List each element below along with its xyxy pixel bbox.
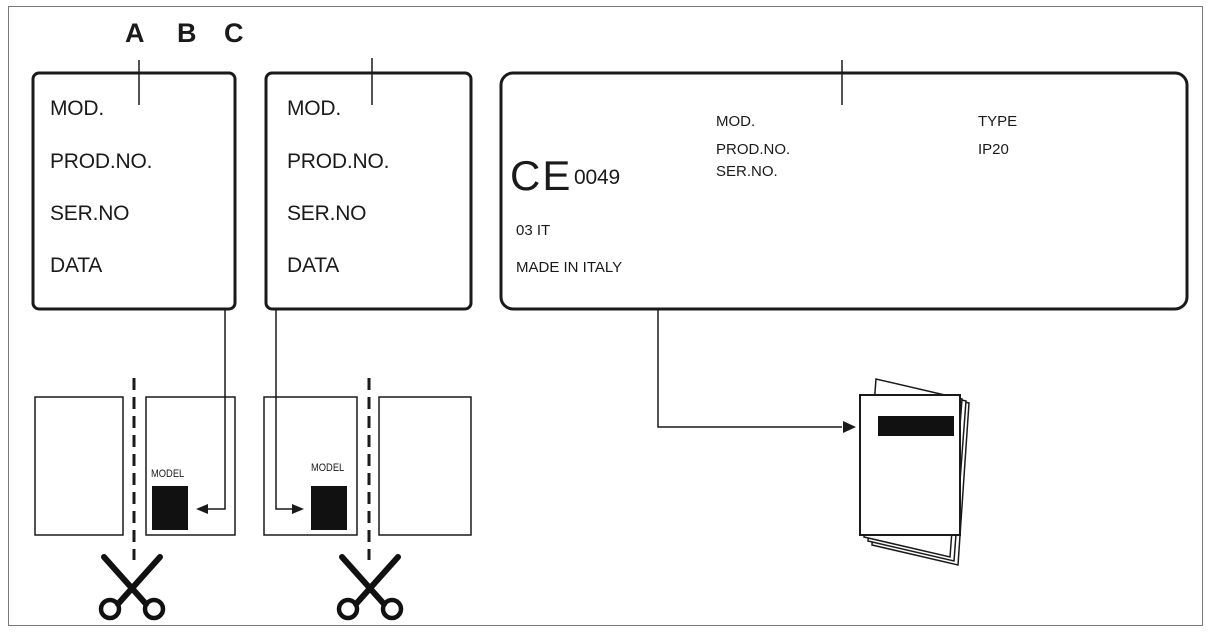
manual-booklet-icon <box>859 378 970 566</box>
arrow-2 <box>292 504 304 514</box>
plate1-prod-no: PROD.NO. <box>50 150 153 173</box>
plate2-prod-no: PROD.NO. <box>287 150 390 173</box>
ce-mark-icon: CE <box>510 152 573 199</box>
letter-c: C <box>224 18 244 48</box>
scissors-icon-right <box>336 554 404 621</box>
plate2-ser-no: SER.NO <box>287 202 367 225</box>
letter-a: A <box>125 18 145 48</box>
sheet-left-a <box>34 396 124 536</box>
sheet-left-b <box>145 396 236 536</box>
made-in: MADE IN ITALY <box>516 259 623 276</box>
diagram-frame <box>8 6 1203 626</box>
plate2-data: DATA <box>287 254 340 277</box>
sheet-right-a <box>263 396 358 536</box>
plate1-ser-no: SER.NO <box>50 202 130 225</box>
large-prod-no: PROD.NO. <box>716 141 791 158</box>
large-mod: MOD. <box>716 113 756 130</box>
sticker-block-right <box>311 486 347 530</box>
scissors-icon-left <box>98 554 166 621</box>
plate-small-2-border <box>264 71 473 311</box>
type-value: IP20 <box>978 141 1009 158</box>
sticker-label-right: MODEL <box>311 462 345 474</box>
plate1-data: DATA <box>50 254 103 277</box>
sheet-right-b <box>378 396 472 536</box>
connector-3 <box>657 309 842 428</box>
plate-small-1-border <box>31 71 237 311</box>
plate1-mod: MOD. <box>50 97 105 120</box>
arrow-1 <box>196 504 208 514</box>
sticker-label-left: MODEL <box>151 468 185 480</box>
year-country: 03 IT <box>516 222 551 239</box>
plate2-mod: MOD. <box>287 97 342 120</box>
sticker-block-left <box>152 486 188 530</box>
arrow-3 <box>843 421 856 433</box>
large-ser-no: SER.NO. <box>716 163 778 180</box>
ce-number: 0049 <box>574 166 620 189</box>
plate-large-border <box>499 71 1189 311</box>
letter-b: B <box>177 18 197 48</box>
type-label: TYPE <box>978 113 1018 130</box>
connector-1 <box>207 309 226 510</box>
connector-2 <box>275 309 292 510</box>
